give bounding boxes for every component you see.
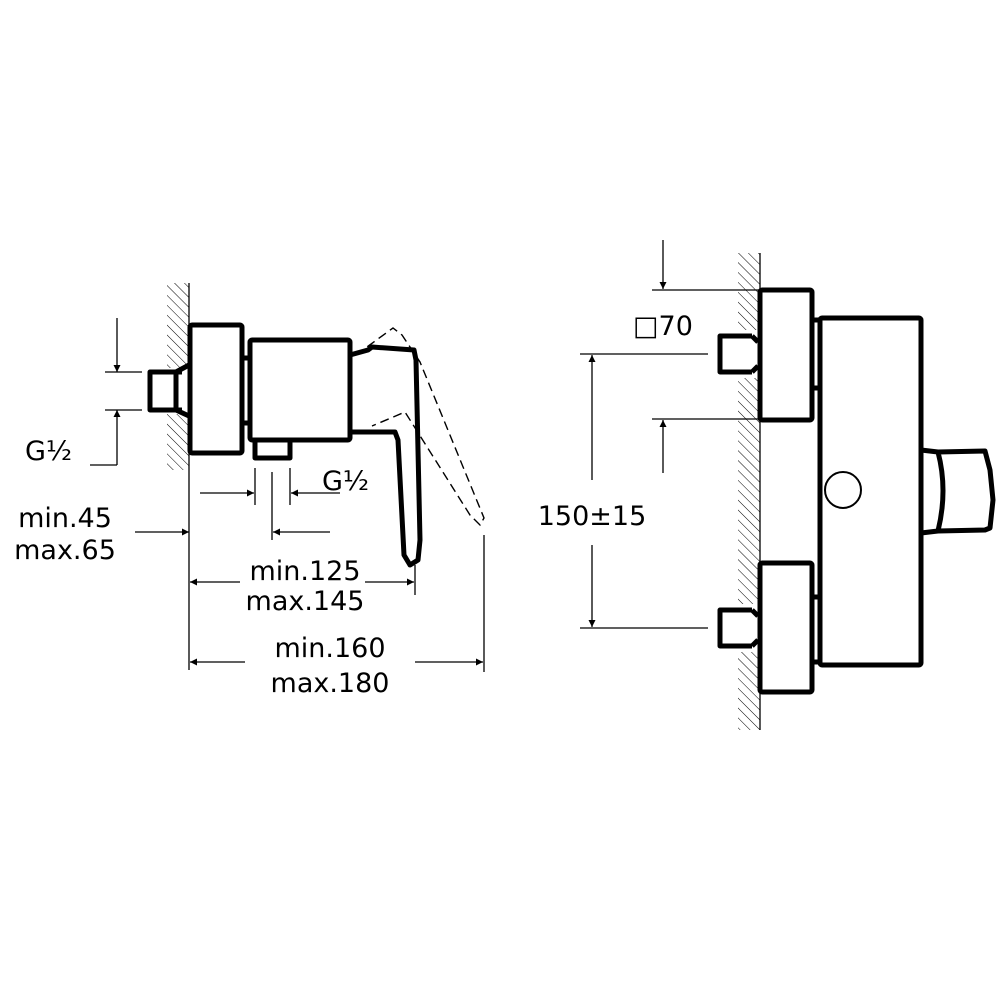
escutcheon-size-label: □70 (633, 311, 693, 342)
mixer-body (817, 315, 924, 668)
side-view: G½ G½ min.45 max.65 min.125 max.145 min.… (14, 283, 485, 699)
inlet-spacing-label: 150±15 (538, 501, 647, 532)
control-knob (920, 447, 996, 536)
body (247, 337, 353, 443)
inlet-pipe-bottom (717, 607, 760, 649)
depth-max: max.145 (246, 586, 365, 617)
wall-offset-max: max.65 (14, 535, 116, 566)
wall-offset-min: min.45 (18, 503, 112, 534)
overall-depth-max: max.180 (271, 668, 390, 699)
inlet-pipe (147, 362, 191, 419)
inlet-thread-label: G½ (25, 436, 72, 467)
depth-min: min.125 (249, 556, 360, 587)
outlet-thread-label: G½ (322, 466, 369, 497)
front-view: □70 150±15 (538, 240, 996, 730)
cartridge-circle (824, 471, 862, 509)
handle-alt-position (355, 327, 485, 527)
escutcheon (187, 322, 245, 456)
inlet-pipe-top (717, 333, 760, 375)
wall-hatch-right (738, 253, 760, 730)
escutcheon-top (757, 287, 815, 423)
escutcheon-bottom (757, 560, 815, 695)
overall-depth-min: min.160 (274, 633, 385, 664)
handle (349, 344, 423, 568)
outlet-nipple (252, 440, 293, 461)
